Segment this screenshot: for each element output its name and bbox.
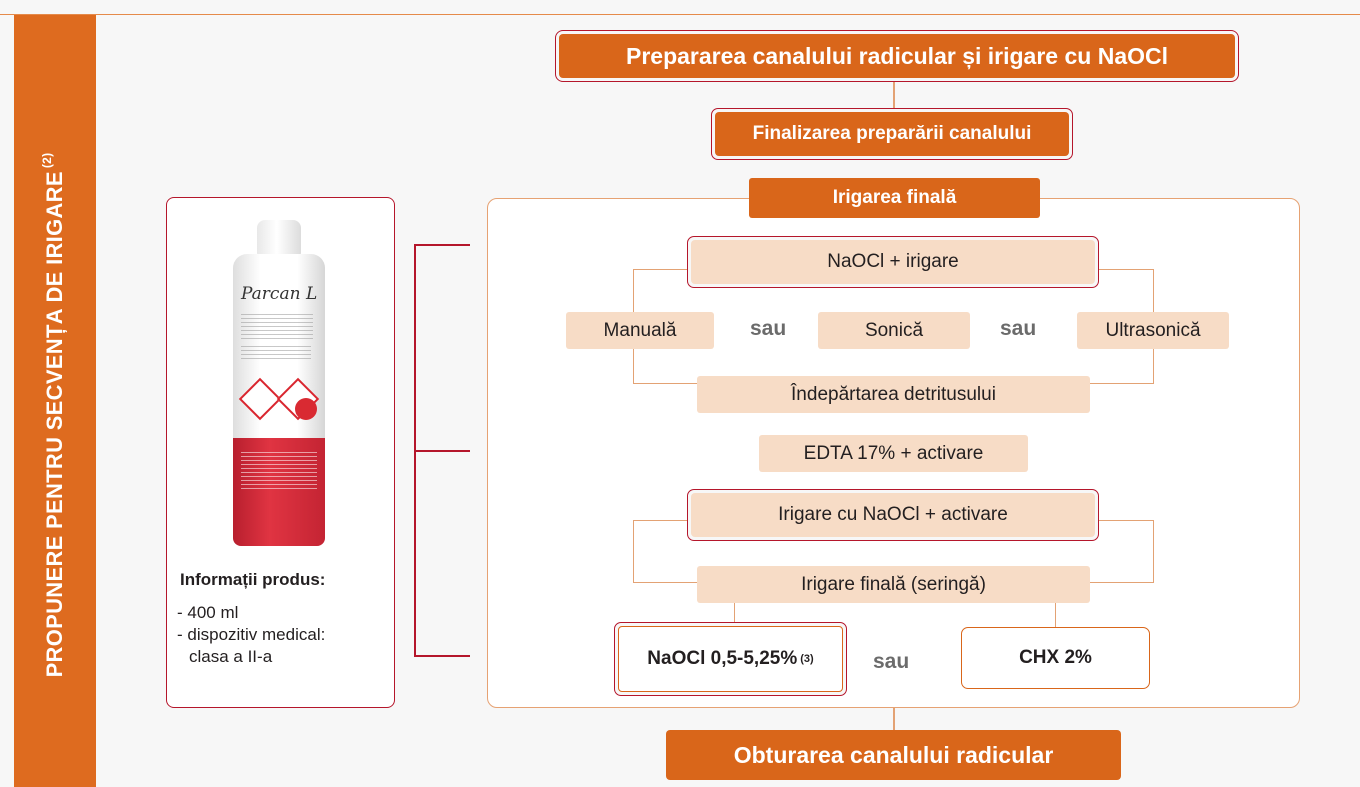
top-rule	[0, 14, 1360, 15]
product-bottle: Parcan L	[233, 254, 325, 546]
bottle-label-red	[233, 398, 325, 546]
step-root-canal-preparation: Prepararea canalului radicular și irigar…	[555, 30, 1239, 82]
connector-line	[1055, 601, 1056, 627]
sidebar: PROPUNERE PENTRU SECVENȚA DE IRIGARE(2)	[14, 15, 96, 787]
product-info-title: Informații produs:	[180, 570, 326, 589]
hazard-icon	[238, 377, 282, 421]
connector-line	[633, 349, 634, 383]
connector-line	[1153, 520, 1154, 582]
or-label: sau	[750, 317, 787, 340]
connector-line	[893, 708, 895, 730]
product-device-class-value: clasa a II-a	[189, 647, 273, 666]
brand-logo-icon	[295, 398, 317, 420]
connector-line	[1099, 520, 1153, 521]
bracket-line	[414, 655, 470, 657]
connector-line	[1153, 269, 1154, 313]
naocl-concentration-ref: (3)	[800, 653, 814, 665]
bottle-cap	[257, 220, 301, 256]
naocl-irrigation-box: NaOCl + irigare	[687, 236, 1099, 288]
or-label: sau	[1000, 317, 1037, 340]
connector-line	[633, 520, 634, 582]
connector-line	[734, 601, 735, 622]
bottle-brand: Parcan L	[241, 284, 318, 304]
connector-line	[893, 82, 895, 108]
naocl-concentration-label: NaOCl 0,5-5,25%	[647, 648, 798, 669]
product-panel: Parcan L Informații produs: - 400 ml - d…	[166, 197, 395, 708]
connector-line	[1153, 349, 1154, 383]
bracket-line	[414, 244, 470, 246]
step-root-canal-obturation: Obturarea canalului radicular	[666, 730, 1121, 780]
connector-line	[633, 269, 634, 313]
edta-activation-box: EDTA 17% + activare	[759, 435, 1028, 472]
connector-line	[1090, 383, 1154, 384]
step-final-irrigation: Irigarea finală	[749, 178, 1040, 218]
step-finish-preparation: Finalizarea preparării canalului	[711, 108, 1073, 160]
connector-line	[633, 383, 697, 384]
product-device-class: - dispozitiv medical:	[177, 625, 326, 644]
connector-line	[1090, 582, 1154, 583]
option-manual: Manuală	[566, 312, 714, 349]
debris-removal-box: Îndepărtarea detritusului	[697, 376, 1090, 413]
connector-line	[1099, 269, 1153, 270]
final-syringe-box: Irigare finală (seringă)	[697, 566, 1090, 603]
connector-line	[633, 520, 687, 521]
naocl-concentration-box: NaOCl 0,5-5,25%(3)	[614, 622, 847, 696]
bracket-line	[414, 450, 470, 452]
option-sonic: Sonică	[818, 312, 970, 349]
option-ultrasonic: Ultrasonică	[1077, 312, 1229, 349]
chx-box: CHX 2%	[961, 627, 1150, 689]
or-label: sau	[873, 650, 910, 673]
sidebar-title-ref: (2)	[40, 152, 54, 169]
connector-line	[633, 582, 697, 583]
sidebar-title: PROPUNERE PENTRU SECVENȚA DE IRIGARE(2)	[40, 152, 67, 678]
naocl-activation-box: Irigare cu NaOCl + activare	[687, 489, 1099, 541]
product-volume: - 400 ml	[177, 603, 239, 622]
connector-line	[633, 269, 687, 270]
